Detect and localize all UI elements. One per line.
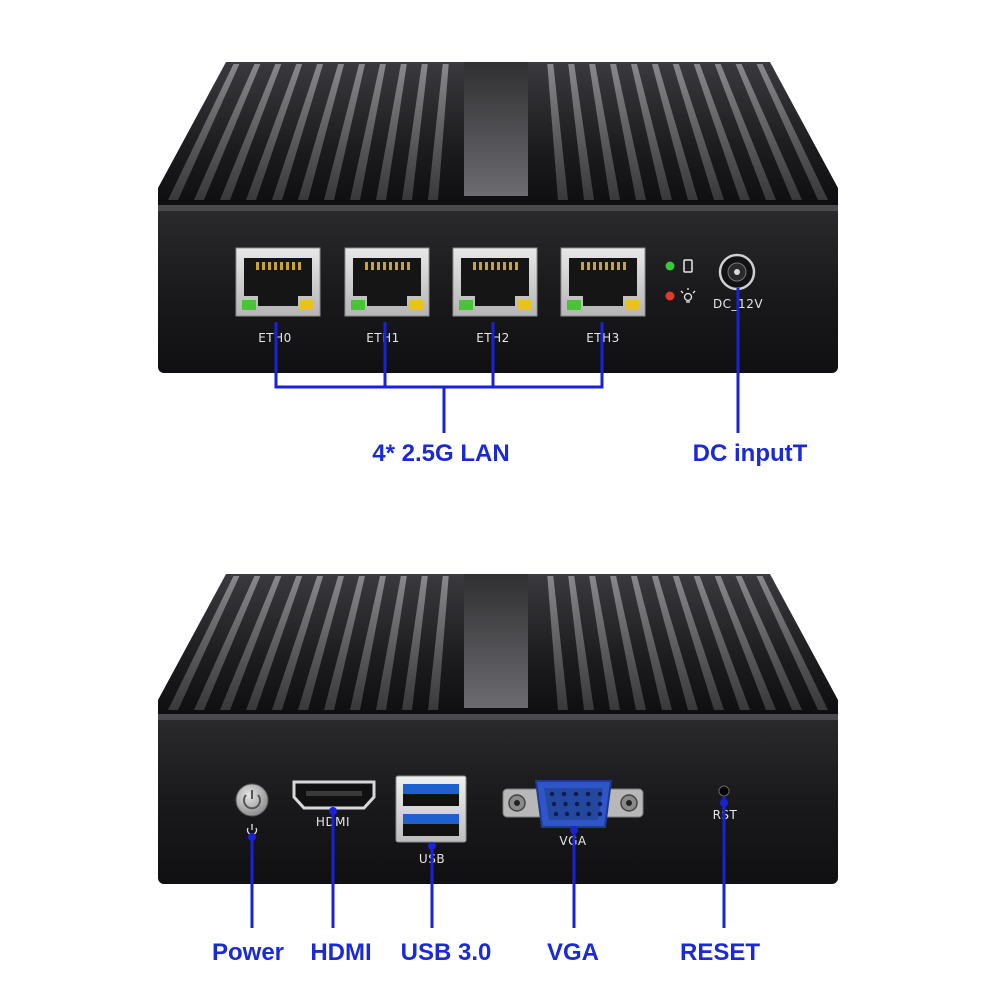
heatsink-fin	[589, 64, 620, 200]
ethernet-ports	[235, 247, 646, 317]
activity-status-led	[665, 291, 675, 301]
lan-callout-text: 4* 2.5G LAN	[372, 440, 509, 467]
heatsink-fin	[324, 576, 365, 710]
bottom-callout-leaders	[248, 796, 728, 928]
vga-pin	[586, 801, 591, 807]
heatsink-fin	[735, 576, 802, 710]
light-icon	[680, 288, 696, 303]
rj45-port	[235, 247, 321, 317]
heatsink-fin	[589, 576, 620, 710]
vga-pin	[553, 811, 559, 817]
heatsink-fin	[428, 64, 449, 200]
heatsink-fin	[298, 64, 345, 200]
heatsink-fin	[651, 64, 698, 200]
lan-callout-leader	[274, 322, 604, 433]
heatsink-fin	[168, 64, 240, 200]
vga-pin	[597, 801, 603, 807]
heatsink-fin	[714, 576, 776, 710]
vga-pin	[549, 791, 555, 797]
vga-pins	[549, 791, 603, 817]
heatsink-fin	[402, 576, 428, 710]
heatsink-fin	[672, 64, 724, 200]
heatsink-fin	[220, 64, 282, 200]
heatsink-fin	[693, 576, 750, 710]
vga-pin	[597, 811, 603, 817]
hdmi-port	[292, 780, 376, 810]
storage-icon	[683, 259, 693, 273]
power-callout-text: Power	[212, 939, 284, 966]
heatsink-fin	[610, 64, 646, 200]
bottom-front-panel	[158, 714, 838, 884]
dc-jack	[718, 253, 756, 291]
heatsink-fin	[631, 64, 672, 200]
power-button	[235, 783, 269, 817]
heatsink-fin	[402, 64, 428, 200]
heatsink-fin	[194, 576, 261, 710]
eth1-label: ETH1	[366, 331, 400, 345]
usb-callout-text: USB 3.0	[401, 939, 492, 966]
heatsink-fin	[735, 64, 802, 200]
heatsink-fin	[272, 576, 324, 710]
power-status-led	[665, 261, 675, 271]
vga-pin	[564, 811, 570, 817]
hdmi-callout-text: HDMI	[310, 939, 371, 966]
vga-pin	[573, 791, 579, 797]
heatsink-fin	[220, 576, 282, 710]
heatsink-fin	[350, 64, 386, 200]
heatsink-fin	[324, 64, 365, 200]
heatsink-fin	[547, 576, 568, 710]
dc-callout-text: DC inputT	[693, 440, 808, 467]
heatsink-fin	[272, 64, 324, 200]
vga-pin	[597, 791, 603, 797]
heatsink-fin	[376, 64, 407, 200]
top-device: ETH0 ETH1 ETH2 ETH3 DC_12V	[158, 62, 838, 373]
top-front-edge	[158, 205, 838, 211]
reset-pinhole	[718, 785, 730, 797]
heatsink-fin	[194, 64, 261, 200]
vga-pin	[561, 791, 567, 797]
bottom-center-channel	[464, 574, 528, 708]
heatsink-fin	[547, 64, 568, 200]
vga-pin	[563, 801, 568, 807]
rj45-port	[452, 247, 538, 317]
vga-pin	[586, 811, 592, 817]
top-heatsink-fins	[168, 64, 828, 200]
heatsink-fin	[693, 64, 750, 200]
heatsink-fin	[568, 64, 594, 200]
heatsink-fin	[376, 576, 407, 710]
heatsink-fin	[756, 64, 828, 200]
heatsink-fin	[610, 576, 646, 710]
bottom-device: HDMI USB VGA RST	[158, 574, 838, 884]
heatsink-fin	[672, 576, 724, 710]
bottom-heatsink-fins	[168, 576, 828, 710]
heatsink-fin	[714, 64, 776, 200]
vga-pin	[551, 801, 557, 807]
heatsink-fin	[651, 576, 698, 710]
vga-pin	[574, 801, 580, 807]
heatsink-fin	[246, 64, 303, 200]
usb-ports	[395, 775, 467, 843]
heatsink-fin	[246, 576, 303, 710]
vga-port	[502, 780, 644, 828]
top-center-channel	[464, 62, 528, 196]
heatsink-fin	[428, 576, 449, 710]
heatsink-fin	[756, 576, 828, 710]
rj45-port	[344, 247, 430, 317]
heatsink-fin	[631, 576, 672, 710]
vga-pin	[585, 791, 591, 797]
heatsink-fin	[568, 576, 594, 710]
rj45-port	[560, 247, 646, 317]
reset-callout-text: RESET	[680, 939, 760, 966]
heatsink-fin	[168, 576, 240, 710]
heatsink-fin	[298, 576, 345, 710]
bottom-front-edge	[158, 714, 838, 720]
heatsink-fin	[350, 576, 386, 710]
vga-pin	[575, 811, 581, 817]
vga-callout-text: VGA	[547, 939, 599, 966]
